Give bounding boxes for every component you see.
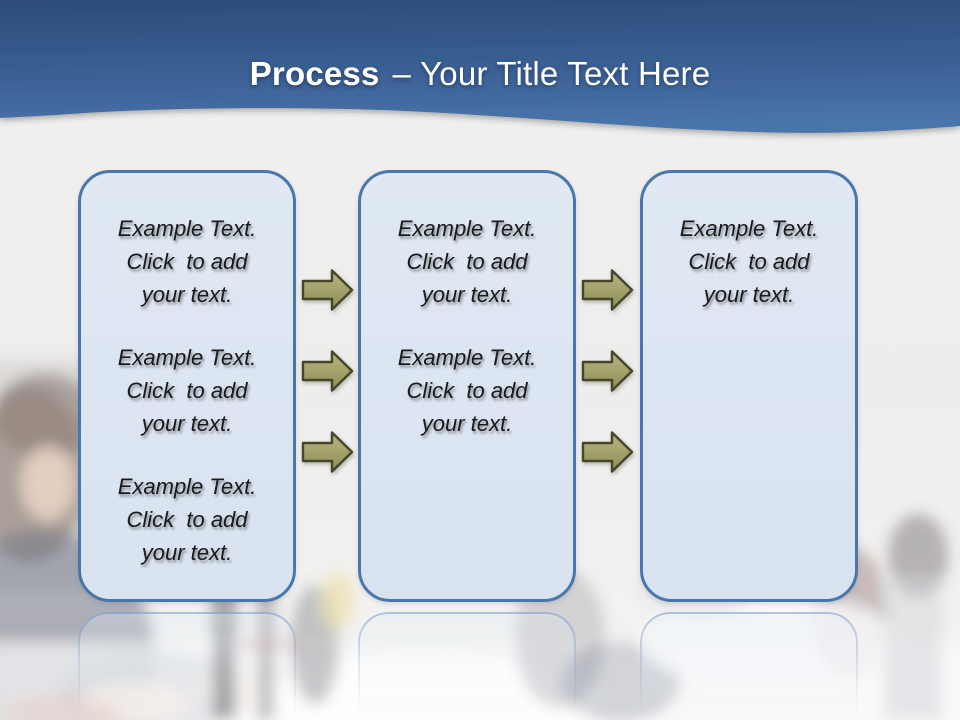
placeholder-text[interactable]: Example Text. Click to add your text. [117,345,257,436]
process-box-2[interactable]: Example Text. Click to add your text. Ex… [358,170,576,602]
arrow-right-icon [301,350,354,392]
placeholder-text[interactable]: Example Text. Click to add your text. [117,474,257,565]
placeholder-text[interactable]: Example Text. Click to add your text. [679,216,819,307]
box-reflection [358,612,576,720]
placeholder-text[interactable]: Example Text. Click to add your text. [397,345,537,436]
box-reflection [78,612,296,720]
arrow-right-icon [301,431,354,473]
placeholder-text[interactable]: Example Text. Click to add your text. [397,216,537,307]
title-text: Your Title Text Here [420,55,711,92]
header-band [0,0,960,133]
arrow-right-icon [301,269,354,311]
slide-title[interactable]: Process–Your Title Text Here [0,53,960,95]
arrow-right-icon [581,269,634,311]
title-keyword: Process [249,55,380,92]
title-separator: – [392,55,412,92]
process-box-1[interactable]: Example Text. Click to add your text. Ex… [78,170,296,602]
box-reflection [640,612,858,720]
arrow-right-icon [581,350,634,392]
process-box-3[interactable]: Example Text. Click to add your text. [640,170,858,602]
placeholder-text[interactable]: Example Text. Click to add your text. [117,216,257,307]
arrow-right-icon [581,431,634,473]
